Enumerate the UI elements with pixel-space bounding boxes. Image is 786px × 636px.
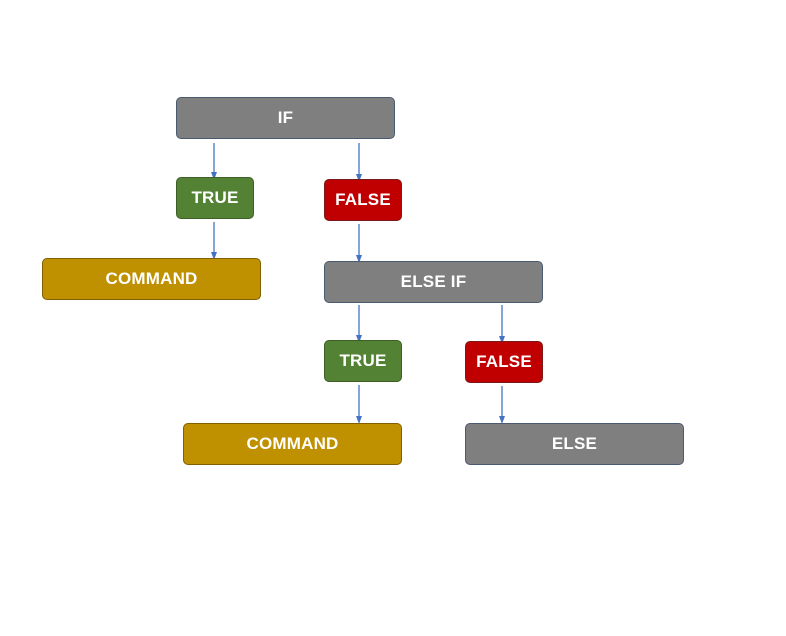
- false-label-1: FALSE: [335, 190, 391, 209]
- if-node: IF: [176, 97, 395, 139]
- else-if-node: ELSE IF: [324, 261, 543, 303]
- else-if-label: ELSE IF: [400, 272, 467, 291]
- false-node-2: FALSE: [465, 341, 543, 383]
- true-node-1: TRUE: [176, 177, 254, 219]
- else-label: ELSE: [551, 434, 598, 453]
- true-label-1: TRUE: [191, 188, 239, 207]
- command-node-1: COMMAND: [42, 258, 261, 300]
- true-node-2: TRUE: [324, 340, 402, 382]
- command-node-2: COMMAND: [183, 423, 402, 465]
- command-label-2: COMMAND: [246, 434, 339, 453]
- true-label-2: TRUE: [339, 351, 387, 370]
- if-label: IF: [277, 108, 294, 127]
- command-label-1: COMMAND: [105, 269, 198, 288]
- else-node: ELSE: [465, 423, 684, 465]
- false-node-1: FALSE: [324, 179, 402, 221]
- false-label-2: FALSE: [476, 352, 532, 371]
